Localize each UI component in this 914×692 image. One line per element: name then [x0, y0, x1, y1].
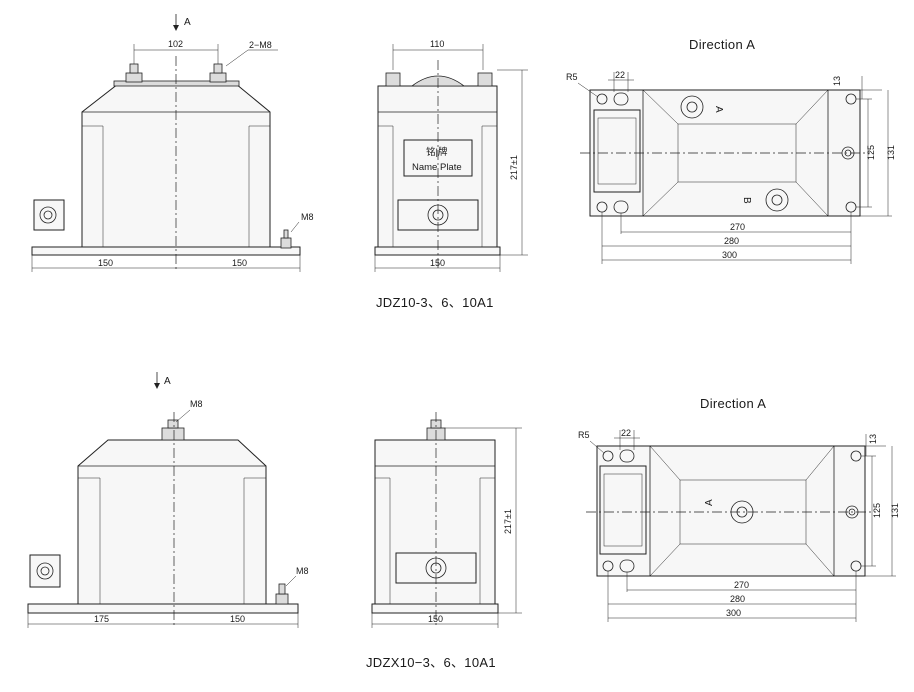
side-view-top: 铭|牌 Name Plate	[374, 60, 501, 270]
side-dims-bottom: 217±1 150	[371, 427, 522, 628]
caption-bottom: JDZX10−3、6、10A1	[366, 655, 496, 670]
plan-dim-22-top: 22	[615, 70, 625, 80]
direction-arrow-bottom: A	[154, 372, 171, 389]
plan-mark-a-bottom: A	[704, 499, 715, 506]
plan-dim-22-bottom: 22	[621, 428, 631, 438]
plan-dim-280-bottom: 280	[730, 594, 745, 604]
plan-dim-13-bottom: 13	[868, 434, 878, 444]
side-dims-top: 110 217±1 150	[374, 39, 528, 272]
caption-top: JDZ10-3、6、10A1	[376, 295, 494, 310]
side-dim-bottom-bottom: 150	[428, 614, 443, 624]
plan-title-top: Direction A	[689, 37, 755, 52]
plan-dim-131-bottom: 131	[890, 503, 900, 518]
side-dim-height-top: 217±1	[509, 155, 519, 180]
plan-mark-b-top: B	[741, 197, 752, 204]
front-dims-bottom: M8 M8 175 150	[27, 399, 309, 628]
front-dim-102: 102	[168, 39, 183, 49]
front-bolt-label-top: 2−M8	[249, 40, 272, 50]
plan-view-bottom: Direction A A	[586, 396, 876, 577]
nameplate-en: Name Plate	[412, 162, 462, 173]
side-view-bottom	[371, 412, 499, 628]
plan-dim-125-bottom: 125	[872, 503, 882, 518]
front-view-top	[31, 56, 301, 270]
plan-title-bottom: Direction A	[700, 396, 766, 411]
arrow-label-top: A	[184, 17, 191, 28]
front-view-bottom	[27, 412, 299, 628]
front-dim-left-top: 150	[98, 258, 113, 268]
front-ground-label-top: M8	[301, 212, 314, 222]
front-dim-right-top: 150	[232, 258, 247, 268]
plan-r5-bottom: R5	[578, 430, 590, 440]
front-ground-label-bottom: M8	[296, 566, 309, 576]
plan-dim-131-top: 131	[886, 145, 896, 160]
plan-dim-280-top: 280	[724, 236, 739, 246]
arrow-label-bottom: A	[164, 376, 171, 387]
plan-view-top: Direction A A B	[580, 37, 870, 217]
front-bolt-label-bottom: M8	[190, 399, 203, 409]
front-dim-right-bottom: 150	[230, 614, 245, 624]
plan-dim-300-bottom: 300	[726, 608, 741, 618]
side-dim-height-bottom: 217±1	[503, 509, 513, 534]
side-dim-bottom-top: 150	[430, 258, 445, 268]
plan-mark-a-top: A	[713, 106, 724, 113]
side-dim-110: 110	[430, 39, 444, 49]
plan-dim-125-top: 125	[866, 145, 876, 160]
front-dims-top: 102 2−M8 M8 150 150	[31, 39, 314, 272]
plan-dim-270-top: 270	[730, 222, 745, 232]
plan-dim-300-top: 300	[722, 250, 737, 260]
plan-dim-13-top: 13	[832, 76, 842, 86]
nameplate-cn: 铭|牌	[426, 146, 448, 158]
direction-arrow-top: A	[173, 14, 191, 31]
front-dim-left-bottom: 175	[94, 614, 109, 624]
plan-dim-270-bottom: 270	[734, 580, 749, 590]
plan-r5-top: R5	[566, 72, 578, 82]
plan-dims-top: R5 22 13 125 131 270 280 300	[566, 70, 896, 264]
plan-dims-bottom: R5 22 13 125 131 270 280 300	[578, 428, 900, 622]
